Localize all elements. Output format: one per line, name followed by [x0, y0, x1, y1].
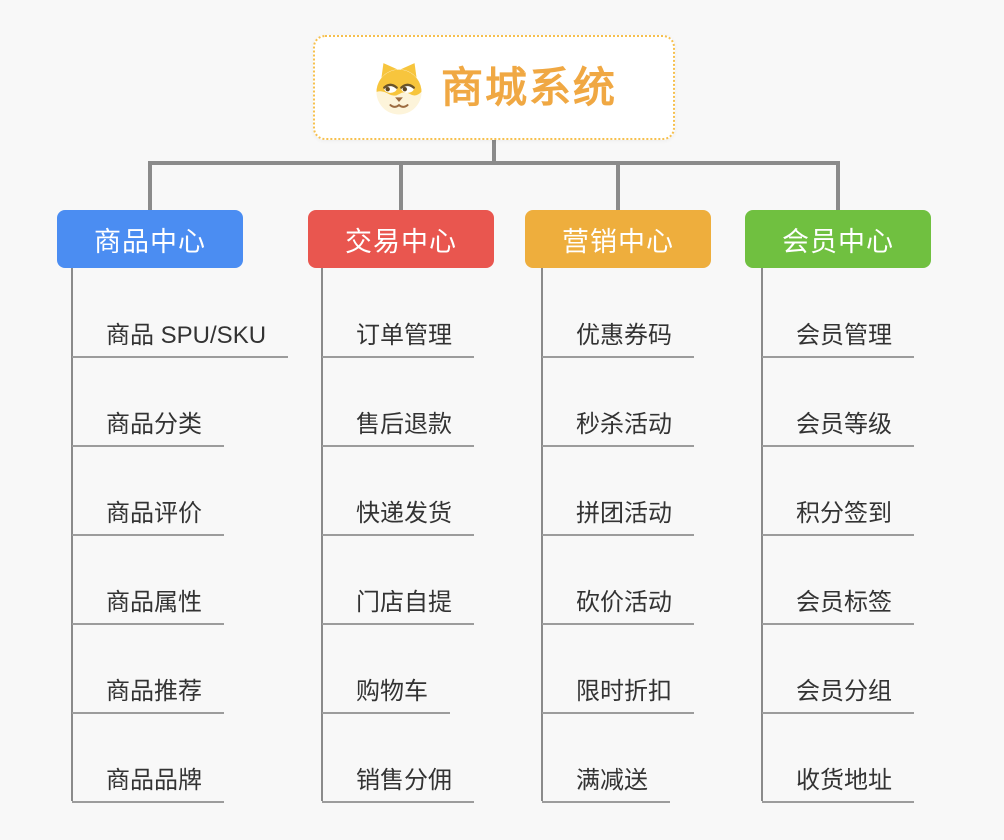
- root-title: 商城系统: [440, 63, 617, 111]
- connector-trunk: [148, 161, 840, 165]
- subtopic-item[interactable]: 销售分佣: [322, 767, 474, 804]
- subtopic-item[interactable]: 收货地址: [762, 767, 914, 804]
- subtopic-item[interactable]: 商品分类: [72, 411, 224, 448]
- subtopic-item[interactable]: 会员标签: [762, 589, 914, 626]
- branch-header-trade-center[interactable]: 交易中心: [308, 210, 494, 268]
- subtopic-item[interactable]: 购物车: [322, 678, 450, 715]
- connector-drop-marketing: [616, 161, 620, 210]
- subtopic-item[interactable]: 优惠券码: [542, 322, 694, 359]
- subtopic-item[interactable]: 订单管理: [322, 322, 474, 359]
- connector-drop-trade: [399, 161, 403, 210]
- connector-drop-product: [148, 161, 152, 210]
- connector-drop-member: [836, 161, 840, 210]
- subtopic-item[interactable]: 商品属性: [72, 589, 224, 626]
- subtopic-item[interactable]: 门店自提: [322, 589, 474, 626]
- subtopic-item[interactable]: 秒杀活动: [542, 411, 694, 448]
- root-node[interactable]: 商城系统: [313, 35, 675, 140]
- subtopic-item[interactable]: 会员等级: [762, 411, 914, 448]
- branch-header-member-center[interactable]: 会员中心: [745, 210, 931, 268]
- subtopic-item[interactable]: 商品推荐: [72, 678, 224, 715]
- subtopic-item[interactable]: 砍价活动: [542, 589, 694, 626]
- subtopic-item[interactable]: 商品品牌: [72, 767, 224, 804]
- subtopic-item[interactable]: 会员分组: [762, 678, 914, 715]
- subtopic-item[interactable]: 商品 SPU/SKU: [72, 322, 289, 359]
- subtopic-item[interactable]: 快递发货: [322, 500, 474, 537]
- subtopic-item[interactable]: 积分签到: [762, 500, 914, 537]
- subtopic-item[interactable]: 售后退款: [322, 411, 474, 448]
- subtopic-item[interactable]: 拼团活动: [542, 500, 694, 537]
- subtopic-item[interactable]: 会员管理: [762, 322, 914, 359]
- branch-header-product-center[interactable]: 商品中心: [57, 210, 243, 268]
- subtopic-item[interactable]: 满减送: [542, 767, 670, 804]
- branch-header-marketing-center[interactable]: 营销中心: [525, 210, 711, 268]
- dog-icon: [376, 62, 422, 114]
- subtopic-item[interactable]: 商品评价: [72, 500, 224, 537]
- connector-root-stem: [492, 138, 496, 163]
- subtopic-item[interactable]: 限时折扣: [542, 678, 694, 715]
